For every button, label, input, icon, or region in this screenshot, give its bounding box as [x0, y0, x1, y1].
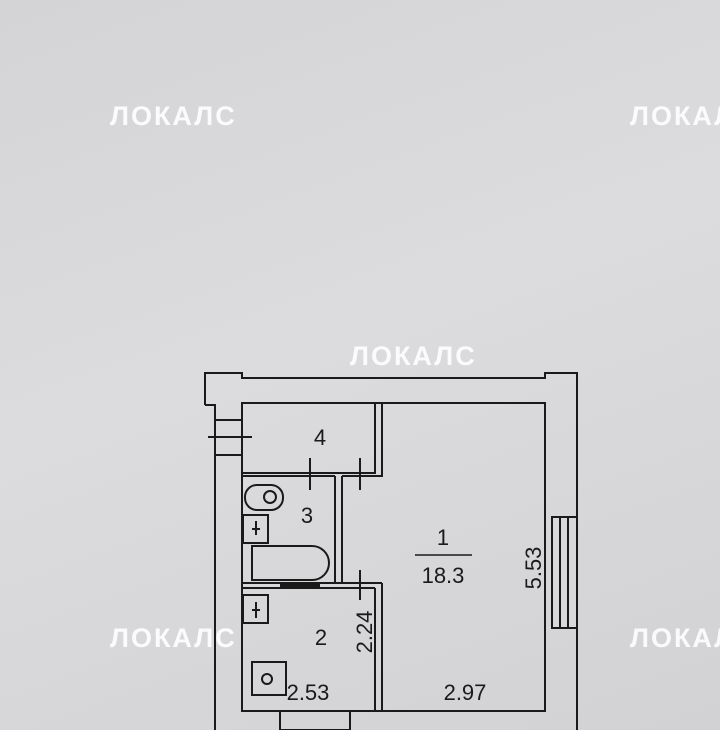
outer-wall [204, 372, 578, 730]
bathtub-icon [251, 545, 330, 581]
entrance [279, 710, 351, 730]
watermark: ЛОКАЛС [630, 623, 720, 653]
room-2-number: 2 [315, 625, 327, 650]
toilet-icon [244, 484, 284, 511]
window [551, 516, 578, 629]
dimension-room1-width: 2.97 [444, 680, 487, 705]
dimension-room2-width: 2.53 [287, 680, 330, 705]
inner-wall [241, 402, 546, 712]
room4-wall [342, 403, 383, 477]
watermark: ЛОКАЛС [110, 623, 237, 653]
dimension-room2-height: 2.24 [352, 611, 377, 654]
left-wall [205, 404, 216, 730]
tap [252, 602, 260, 618]
room4-wall [242, 403, 376, 474]
room-1-number: 1 [437, 525, 449, 550]
watermark: ЛОКАЛС [630, 101, 720, 131]
dimension-room1-height: 5.53 [521, 547, 546, 590]
watermark: ЛОКАЛС [350, 341, 477, 371]
sink-icon [242, 514, 269, 544]
room-1-area: 18.3 [422, 563, 465, 588]
room-3-number: 3 [301, 503, 313, 528]
toilet-bowl [263, 490, 277, 504]
room-4-number: 4 [314, 425, 326, 450]
watermark: ЛОКАЛС [110, 101, 237, 131]
tap [252, 521, 260, 535]
burner [261, 673, 273, 685]
stove-icon [251, 661, 287, 696]
sink-icon [242, 594, 269, 624]
